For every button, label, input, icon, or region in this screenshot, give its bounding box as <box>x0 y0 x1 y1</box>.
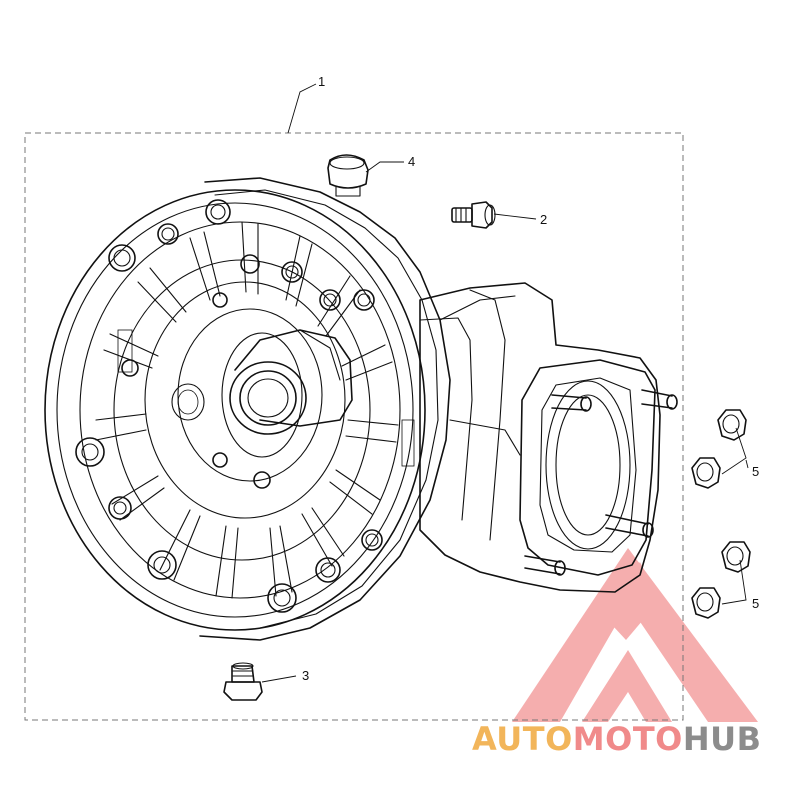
callout-5-upper: 5 <box>752 464 759 479</box>
radial-ribs <box>95 221 399 599</box>
svg-text:AUTOMOTOHUB: AUTOMOTOHUB <box>472 720 762 758</box>
watermark-moto: MOTO <box>573 720 683 758</box>
callout-2: 2 <box>540 212 547 227</box>
center-hub <box>171 329 353 458</box>
callout-labels: 1 2 3 4 5 5 <box>302 74 759 683</box>
studs <box>524 389 678 576</box>
flange-nuts-part-5-upper <box>691 409 747 489</box>
leader-lines <box>261 83 749 683</box>
watermark-hub: HUB <box>683 720 762 758</box>
watermark-logo <box>512 548 758 722</box>
final-drive-housing <box>44 177 678 641</box>
bolt-part-2 <box>451 201 496 229</box>
perimeter-bolts <box>75 199 383 613</box>
callout-5-lower: 5 <box>752 596 759 611</box>
watermark-auto: AUTO <box>472 720 573 758</box>
flange-nuts-part-5-lower <box>691 541 751 619</box>
callout-1: 1 <box>318 74 325 89</box>
drain-plug-part-3 <box>223 662 263 701</box>
stamped-markings <box>117 329 415 467</box>
watermark-text: AUTOMOTOHUB <box>472 720 762 758</box>
callout-4: 4 <box>408 154 415 169</box>
breather-cap <box>327 154 369 197</box>
assembly-boundary <box>24 132 684 721</box>
callout-3: 3 <box>302 668 309 683</box>
